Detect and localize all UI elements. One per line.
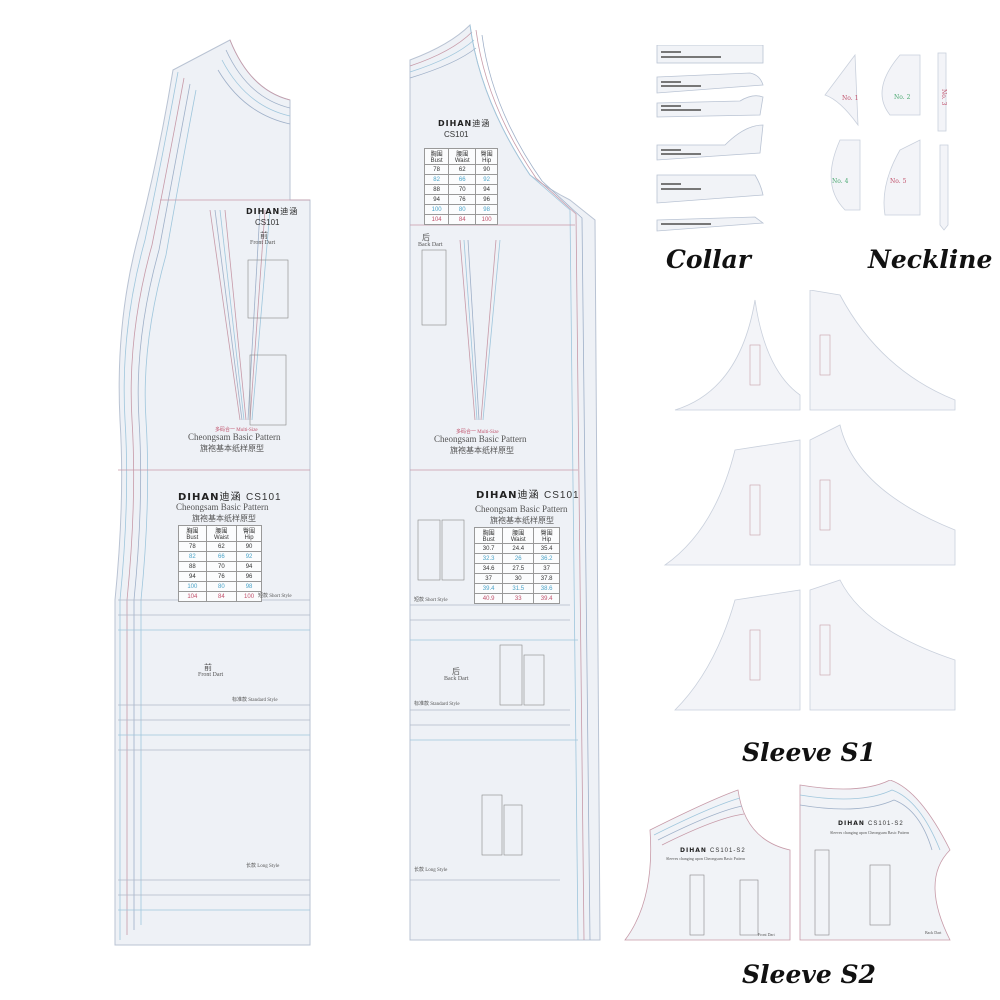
back-code: CS101	[444, 130, 469, 139]
sleeve-s1-pieces	[655, 290, 985, 740]
front-pattern-piece: DIHAN迪涵 CS101 前 Front Dart 多码合一 Multi-Si…	[100, 0, 320, 1000]
back-brand-2: DIHAN迪涵 CS101	[476, 490, 580, 501]
back-title-cn: 旗袍基本纸样原型	[450, 446, 514, 455]
front-title-cn-2: 旗袍基本纸样原型	[192, 514, 256, 523]
back-title-cn-2: 旗袍基本纸样原型	[490, 516, 554, 525]
back-title: Cheongsam Basic Pattern	[434, 434, 527, 444]
back-multi-size: 多码合一 Multi-Size	[456, 430, 499, 435]
sleeve-s1-caption: Sleeve S1	[742, 738, 876, 767]
front-long-style: 长款 Long Style	[246, 864, 280, 869]
collar-pieces	[655, 45, 765, 235]
sleeve-s2-back-brand: DIHAN CS101-S2	[838, 820, 904, 827]
sleeve-s2-front-brand: DIHAN CS101-S2	[680, 847, 746, 854]
front-brand-2: DIHAN迪涵 CS101	[178, 492, 282, 503]
sleeve-s2-pieces: DIHAN CS101-S2 Sleeves changing upon Che…	[620, 780, 990, 950]
back-standard-style: 标准款 Standard Style	[414, 702, 460, 707]
neckline-caption: Neckline	[868, 245, 993, 274]
neckline-no5: No. 5	[890, 178, 907, 185]
front-standard-style: 标准款 Standard Style	[232, 698, 278, 703]
neckline-no4: No. 4	[832, 178, 849, 185]
sleeve-s2-front-label: Front Dart	[758, 932, 775, 937]
front-title-cn: 旗袍基本纸样原型	[200, 444, 264, 453]
neckline-no3: No. 3	[940, 89, 947, 106]
front-brand: DIHAN迪涵	[246, 207, 299, 216]
sleeve-s2-front-subtitle: Sleeves changing upon Cheongsam Basic Pa…	[666, 856, 745, 861]
back-pattern-outline	[409, 23, 601, 941]
back-brand: DIHAN迪涵	[438, 119, 491, 128]
front-short-style: 短款 Short Style	[258, 594, 292, 599]
sleeve-s2-caption: Sleeve S2	[742, 960, 876, 989]
neckline-no1: No. 1	[842, 95, 858, 102]
front-lower-label: Front Dart	[198, 672, 224, 678]
sleeve-s2-back-subtitle: Sleeves changing upon Cheongsam Basic Pa…	[830, 830, 909, 835]
back-lower-cn: 后	[452, 667, 460, 676]
back-lower-label: Back Dart	[444, 676, 469, 682]
front-cn-label: 前	[260, 231, 268, 240]
sleeve-s2-back-label: Back Dart	[925, 930, 942, 935]
back-title-2: Cheongsam Basic Pattern	[475, 504, 568, 514]
back-cn-label: 后	[422, 233, 430, 242]
back-long-style: 长款 Long Style	[414, 868, 448, 873]
front-dart-label: Front Dart	[250, 240, 276, 246]
back-short-style: 短款 Short Style	[414, 598, 448, 603]
collar-caption: Collar	[666, 245, 751, 274]
front-title: Cheongsam Basic Pattern	[188, 432, 281, 442]
front-multi-size: 多码合一 Multi-Size	[215, 428, 258, 433]
back-dart-label: Back Dart	[418, 242, 443, 248]
front-lower-cn: 前	[204, 663, 212, 672]
front-code: CS101	[255, 218, 280, 227]
neckline-no2: No. 2	[894, 94, 911, 101]
front-pattern-outline	[114, 39, 311, 946]
front-title-2: Cheongsam Basic Pattern	[176, 502, 269, 512]
neckline-pieces: No. 1 No. 2 No. 3 No. 4 No. 5	[820, 45, 990, 235]
